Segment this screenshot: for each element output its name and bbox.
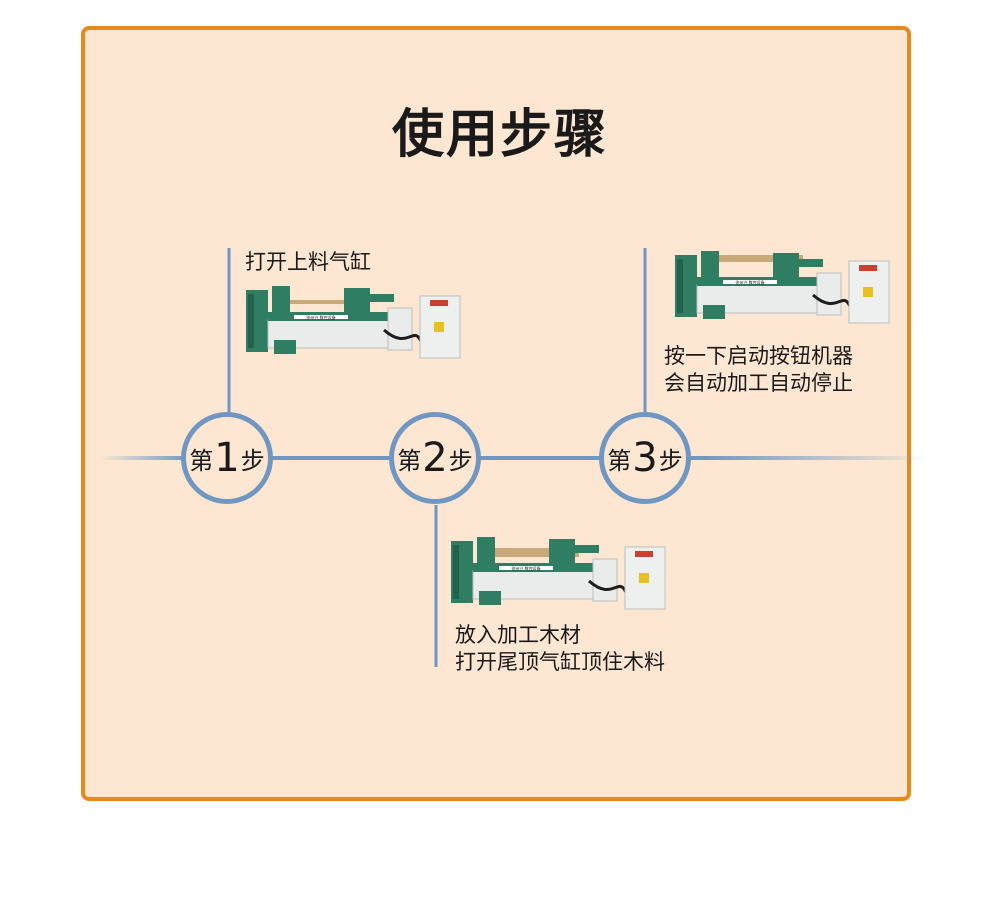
step-2-number: 2: [422, 435, 448, 481]
step-2-caption-line-2: 打开尾顶气缸顶住木料: [455, 650, 665, 674]
step-2-prefix: 第: [397, 446, 422, 475]
lathe-machine-image-step-1: 徐州兴 数控设备: [246, 286, 461, 359]
step-2-suffix: 步: [448, 446, 473, 475]
machine-label-text: 徐州兴 数控设备: [306, 314, 335, 320]
step-1-caption: 打开上料气缸: [245, 249, 371, 276]
page-title: 使用步骤: [391, 105, 608, 165]
step-2-caption: 放入加工木材 打开尾顶气缸顶住木料: [455, 622, 665, 676]
lathe-machine-drawing: 徐州兴 数控设备: [246, 286, 461, 359]
lathe-machine-image-step-3: 徐州兴 数控设备: [675, 251, 890, 324]
step-1-suffix: 步: [240, 446, 265, 475]
machine-label-strip: [294, 315, 348, 319]
step-3-prefix: 第: [607, 446, 632, 475]
timeline-left-fade: [100, 456, 190, 460]
lathe-machine-drawing: 徐州兴 数控设备: [451, 537, 666, 610]
step-1-number: 1: [214, 435, 240, 481]
lathe-machine-image-step-2: 徐州兴 数控设备: [451, 537, 666, 610]
step-2-caption-line-1: 放入加工木材: [455, 623, 581, 647]
timeline-right-fade: [700, 456, 930, 460]
step-3-caption-line-1: 按一下启动按钮机器: [664, 344, 853, 368]
machine-label-text: 徐州兴 数控设备: [511, 565, 540, 571]
step-1-caption-line-1: 打开上料气缸: [245, 250, 371, 274]
machine-label-text: 徐州兴 数控设备: [735, 279, 764, 285]
step-3-caption: 按一下启动按钮机器 会自动加工自动停止: [664, 343, 853, 397]
step-3-caption-line-2: 会自动加工自动停止: [664, 371, 853, 395]
step-1-prefix: 第: [189, 446, 214, 475]
step-3-number: 3: [632, 435, 658, 481]
lathe-machine-drawing: 徐州兴 数控设备: [675, 251, 890, 324]
step-3-suffix: 步: [658, 446, 683, 475]
